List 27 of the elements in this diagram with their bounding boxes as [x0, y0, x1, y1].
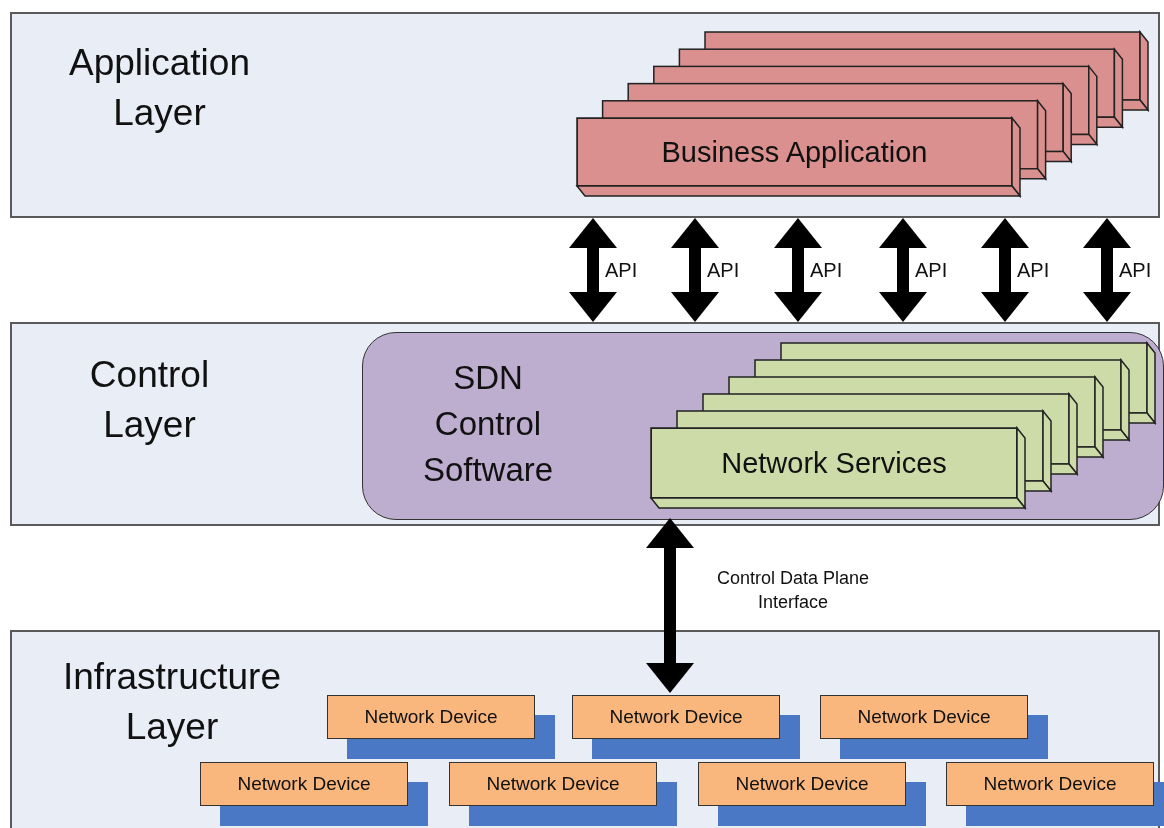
- device-box: Network Device: [200, 762, 408, 806]
- edge-label: Control Data Plane Interface: [715, 567, 871, 615]
- device-box: Network Device: [946, 762, 1154, 806]
- double-arrow: [981, 218, 1029, 322]
- edge-label: API: [1119, 258, 1152, 283]
- double-arrow: [1083, 218, 1131, 322]
- double-arrow: [774, 218, 822, 322]
- layer-title: Application Layer: [68, 41, 251, 135]
- edge-label: API: [707, 258, 740, 283]
- controller-panel: [362, 332, 1164, 520]
- edge-label: API: [1017, 258, 1050, 283]
- edge-label: API: [810, 258, 843, 283]
- double-arrow: [879, 218, 927, 322]
- panel-title: SDN Control Software: [421, 358, 555, 490]
- layer-band: [10, 12, 1160, 218]
- layer-title: Infrastructure Layer: [62, 655, 282, 749]
- edge-label: API: [605, 258, 638, 283]
- edge-label: API: [915, 258, 948, 283]
- double-arrow: [569, 218, 617, 322]
- double-arrow: [671, 218, 719, 322]
- device-box: Network Device: [820, 695, 1028, 739]
- device-box: Network Device: [698, 762, 906, 806]
- device-box: Network Device: [572, 695, 780, 739]
- double-arrow: [646, 518, 694, 693]
- layer-title: Control Layer: [88, 353, 211, 447]
- device-box: Network Device: [449, 762, 657, 806]
- device-box: Network Device: [327, 695, 535, 739]
